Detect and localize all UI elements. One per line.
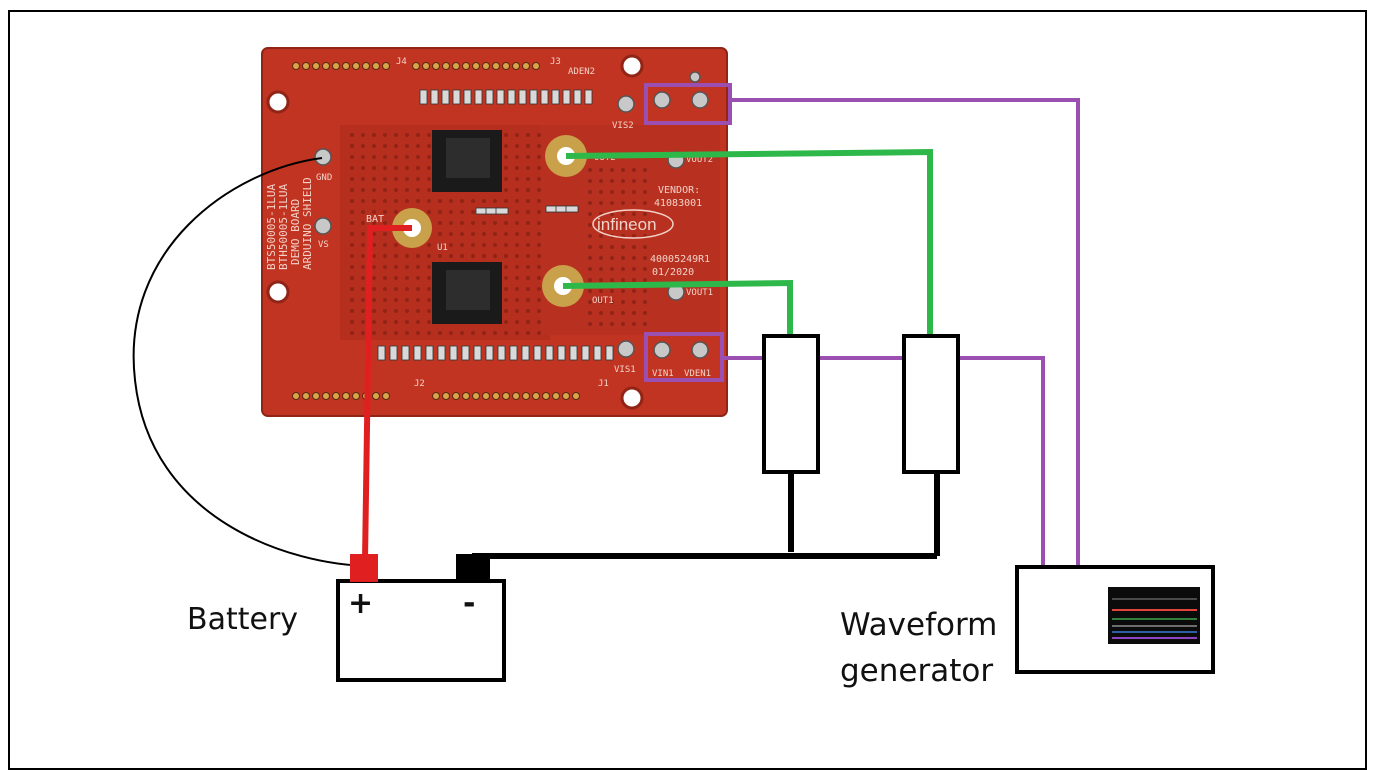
silk-j4: J4 bbox=[396, 57, 407, 67]
out1-wire bbox=[562, 279, 793, 336]
mount-hole bbox=[620, 54, 644, 78]
circuit-diagram: BTS50005-1LUA BTH50005-1LUA DEMO BOARD A… bbox=[132, 47, 1215, 682]
top-terminal-highlight bbox=[644, 83, 732, 125]
silk-vendor: VENDOR: bbox=[658, 185, 700, 196]
silk-date: 01/2020 bbox=[652, 267, 694, 278]
battery-plus-label: + bbox=[348, 586, 374, 621]
battery-body bbox=[336, 579, 506, 682]
generator-label-line1: Waveform bbox=[840, 607, 998, 643]
silk-j1: J1 bbox=[598, 379, 609, 389]
load-resistor-2 bbox=[902, 334, 960, 474]
battery-negative-terminal bbox=[456, 554, 490, 582]
silk-vden1: VDEN1 bbox=[684, 369, 711, 379]
out2-wire bbox=[565, 148, 933, 336]
silk-out1: OUT1 bbox=[592, 296, 614, 306]
silk-vout2: VOUT2 bbox=[686, 155, 713, 165]
brand-text: infineon bbox=[597, 215, 657, 234]
silk-aden2: ADEN2 bbox=[568, 67, 595, 77]
silk-bat: BAT bbox=[366, 214, 384, 225]
silk-board-name: BTS50005-1LUA bbox=[265, 184, 278, 270]
silk-vis2: VIS2 bbox=[612, 121, 634, 131]
screw-terminals bbox=[314, 71, 709, 359]
mount-hole bbox=[620, 386, 644, 410]
load-to-generator-wire bbox=[958, 356, 1045, 614]
smd-components bbox=[377, 89, 614, 361]
mount-hole bbox=[266, 280, 290, 304]
mount-hole bbox=[266, 90, 290, 114]
generator-screen bbox=[1108, 587, 1200, 644]
vden2-signal-wire bbox=[730, 98, 1080, 610]
silk-vout1: VOUT1 bbox=[686, 288, 713, 298]
gnd-wire bbox=[132, 157, 371, 567]
silk-gnd: GND bbox=[316, 173, 332, 183]
silk-j2: J2 bbox=[414, 379, 425, 389]
silk-board-name: DEMO BOARD bbox=[289, 199, 302, 265]
battery-positive-terminal bbox=[350, 554, 378, 582]
silk-vin1: VIN1 bbox=[652, 369, 674, 379]
silk-vs: VS bbox=[318, 240, 329, 250]
silk-part: 40005249R1 bbox=[650, 254, 710, 265]
silk-u1: U1 bbox=[437, 243, 448, 253]
silk-board-name: BTH50005-1LUA bbox=[277, 184, 290, 270]
silk-j3: J3 bbox=[550, 57, 561, 67]
header-rows bbox=[292, 62, 580, 400]
load-resistor-1 bbox=[762, 334, 820, 474]
silk-board-name: ARDUINO SHIELD bbox=[301, 177, 314, 270]
battery-positive-wire bbox=[362, 225, 412, 561]
silk-vendor-num: 41083001 bbox=[654, 198, 702, 209]
infineon-logo: infineon bbox=[592, 209, 674, 239]
demo-board: BTS50005-1LUA BTH50005-1LUA DEMO BOARD A… bbox=[261, 47, 728, 417]
silk-vis1: VIS1 bbox=[614, 365, 636, 375]
battery-minus-label: - bbox=[463, 586, 476, 621]
generator-label-line2: generator bbox=[840, 653, 994, 689]
battery-label: Battery bbox=[187, 602, 299, 637]
